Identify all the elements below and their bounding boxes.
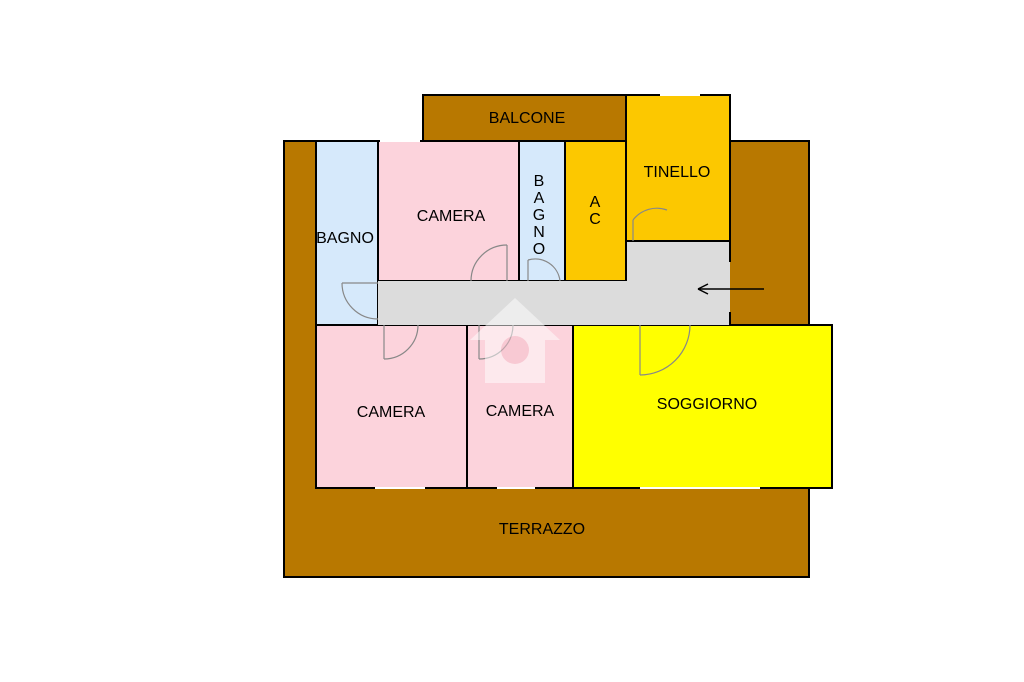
door-bagno-left [341, 282, 379, 320]
label-soggiorno: SOGGIORNO [657, 396, 757, 413]
label-camera-bottom-mid: CAMERA [486, 403, 555, 420]
corridor-area [378, 281, 730, 325]
label-bagno-left: BAGNO [316, 230, 374, 247]
ac-area [564, 140, 627, 282]
door-camera-top [470, 244, 508, 282]
door-camera-bottom-left [383, 324, 419, 360]
label-balcone: BALCONE [489, 110, 565, 127]
arrow-left-icon [697, 283, 764, 295]
soggiorno-area [572, 324, 833, 489]
label-terrazzo: TERRAZZO [499, 521, 585, 538]
corridor-upper [627, 241, 730, 282]
balcone-area [422, 94, 627, 142]
watermark-logo [470, 298, 560, 383]
label-camera-top: CAMERA [417, 208, 486, 225]
label-tinello: TINELLO [644, 164, 711, 181]
door-bagno-small [527, 258, 561, 282]
camera-top-area [377, 140, 520, 282]
label-camera-bottom-left: CAMERA [357, 404, 426, 421]
door-soggiorno [639, 324, 691, 376]
door-tinello [632, 207, 668, 241]
camera-bottom-left-area [315, 324, 468, 489]
